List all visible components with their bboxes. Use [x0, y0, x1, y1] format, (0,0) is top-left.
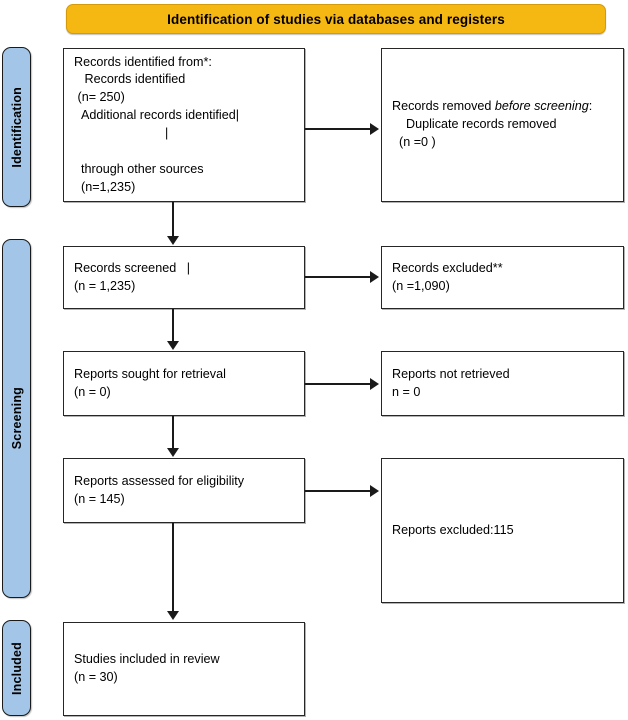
reports-assessed-line-2: (n = 145) — [74, 491, 125, 506]
connector-identified-to-screened — [172, 202, 174, 238]
box-studies-included-in-review: Studies included in review (n = 30) — [63, 622, 305, 716]
stage-tab-screening: Screening — [2, 239, 31, 598]
records-screened-line-2: (n = 1,235) — [74, 278, 136, 293]
box-reports-sought-for-retrieval: Reports sought for retrieval (n = 0) — [63, 351, 305, 416]
records-identified-line-4: Additional records identified| — [74, 108, 239, 123]
arrowhead-identified-to-screened — [167, 236, 179, 245]
arrowhead-screened-to-excluded — [370, 271, 379, 283]
records-removed-lead: Records removed — [392, 99, 495, 114]
box-reports-excluded-reasons-text: Reports excluded:115 — [382, 522, 623, 540]
records-removed-colon: : — [588, 99, 593, 114]
box-records-excluded-text: Records excluded** (n =1,090) — [382, 260, 623, 296]
arrowhead-assessed-to-included — [167, 611, 179, 620]
box-records-identified: Records identified from*: Records identi… — [63, 48, 305, 202]
connector-assessed-to-excluded-reasons — [305, 490, 371, 492]
records-removed-emphasis: before screening — [494, 99, 589, 114]
arrowhead-assessed-to-excluded-reasons — [370, 485, 379, 497]
records-excluded-line-1: Records excluded** — [392, 260, 503, 275]
records-identified-line-2: Records identified — [74, 72, 186, 87]
box-records-excluded: Records excluded** (n =1,090) — [381, 246, 624, 309]
box-reports-not-retrieved: Reports not retrieved n = 0 — [381, 351, 624, 416]
arrowhead-sought-to-not-retrieved — [370, 378, 379, 390]
box-reports-not-retrieved-text: Reports not retrieved n = 0 — [382, 366, 623, 402]
arrowhead-screened-to-sought — [167, 341, 179, 350]
reports-sought-line-2: (n = 0) — [74, 384, 111, 399]
reports-excluded-reasons-line-1: Reports excluded:115 — [392, 522, 514, 537]
connector-screened-to-excluded — [305, 276, 371, 278]
reports-sought-line-1: Reports sought for retrieval — [74, 366, 226, 381]
box-reports-assessed-for-eligibility: Reports assessed for eligibility (n = 14… — [63, 458, 305, 523]
connector-sought-to-assessed — [172, 416, 174, 450]
stage-tab-identification: Identification — [2, 47, 31, 207]
connector-identified-to-removed — [305, 128, 371, 130]
box-records-screened-text: Records screened | (n = 1,235) — [64, 260, 304, 296]
box-reports-excluded-with-reasons: Reports excluded:115 — [381, 458, 624, 603]
records-removed-line-3: (n =0 ) — [392, 134, 436, 149]
box-records-removed-before-screening: Records removed before screening: Duplic… — [381, 48, 624, 202]
records-excluded-line-2: (n =1,090) — [392, 278, 450, 293]
box-records-screened: Records screened | (n = 1,235) — [63, 246, 305, 309]
reports-not-retrieved-line-1: Reports not retrieved — [392, 366, 510, 381]
stage-tab-included: Included — [2, 620, 31, 716]
connector-assessed-to-included — [172, 523, 174, 613]
records-identified-line-3: (n= 250) — [74, 90, 125, 105]
connector-screened-to-sought — [172, 309, 174, 343]
stage-tab-screening-label: Screening — [9, 387, 24, 450]
connector-sought-to-not-retrieved — [305, 383, 371, 385]
reports-not-retrieved-line-2: n = 0 — [392, 384, 421, 399]
box-reports-assessed-text: Reports assessed for eligibility (n = 14… — [64, 473, 304, 509]
box-reports-sought-text: Reports sought for retrieval (n = 0) — [64, 366, 304, 402]
phase-banner-identification: Identification of studies via databases … — [66, 4, 606, 34]
arrowhead-sought-to-assessed — [167, 448, 179, 457]
records-identified-line-1: Records identified from*: — [74, 54, 212, 69]
studies-included-line-1: Studies included in review — [74, 652, 220, 667]
reports-assessed-line-1: Reports assessed for eligibility — [74, 473, 245, 488]
records-identified-line-7: through other sources — [74, 161, 204, 176]
records-removed-line-2: Duplicate records removed — [392, 117, 557, 132]
studies-included-line-2: (n = 30) — [74, 670, 118, 684]
records-identified-line-8: (n=1,235) — [74, 179, 136, 194]
arrowhead-identified-to-removed — [370, 123, 379, 135]
records-identified-line-5: | — [74, 126, 169, 140]
box-studies-included-text: Studies included in review (n = 30) — [64, 651, 304, 687]
stage-tab-identification-label: Identification — [9, 86, 24, 168]
box-records-removed-text: Records removed before screening: Duplic… — [382, 98, 623, 152]
stage-tab-included-label: Included — [9, 641, 24, 695]
phase-banner-label: Identification of studies via databases … — [167, 11, 505, 27]
box-records-identified-text: Records identified from*: Records identi… — [64, 54, 304, 197]
records-screened-line-1: Records screened | — [74, 260, 190, 275]
